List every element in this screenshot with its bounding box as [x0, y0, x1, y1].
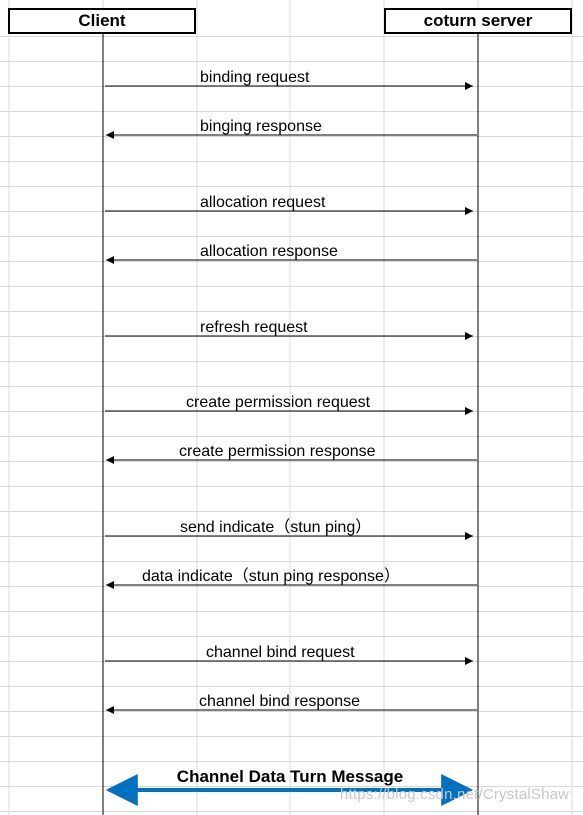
message-label: binding request: [200, 69, 310, 86]
message-label: binging response: [200, 118, 322, 135]
message-label: Channel Data Turn Message: [177, 767, 403, 786]
message-label: create permission response: [179, 443, 376, 460]
actor-client-label: Client: [78, 11, 126, 30]
message-label: channel bind request: [206, 644, 355, 661]
message-label: create permission request: [186, 394, 371, 411]
message-label: channel bind response: [199, 693, 360, 710]
actor-server-label: coturn server: [423, 11, 533, 30]
actor-client-box: Client: [8, 8, 196, 34]
actor-server-box: coturn server: [384, 8, 572, 34]
message-label: allocation response: [200, 243, 338, 260]
message-label: refresh request: [200, 319, 308, 336]
message-label: data indicate（stun ping response）: [142, 567, 400, 585]
message-label: allocation request: [200, 194, 326, 211]
watermark-text: https://blog.csdn.net/CrystalShaw: [340, 786, 570, 803]
message-label: send indicate（stun ping）: [180, 518, 371, 536]
